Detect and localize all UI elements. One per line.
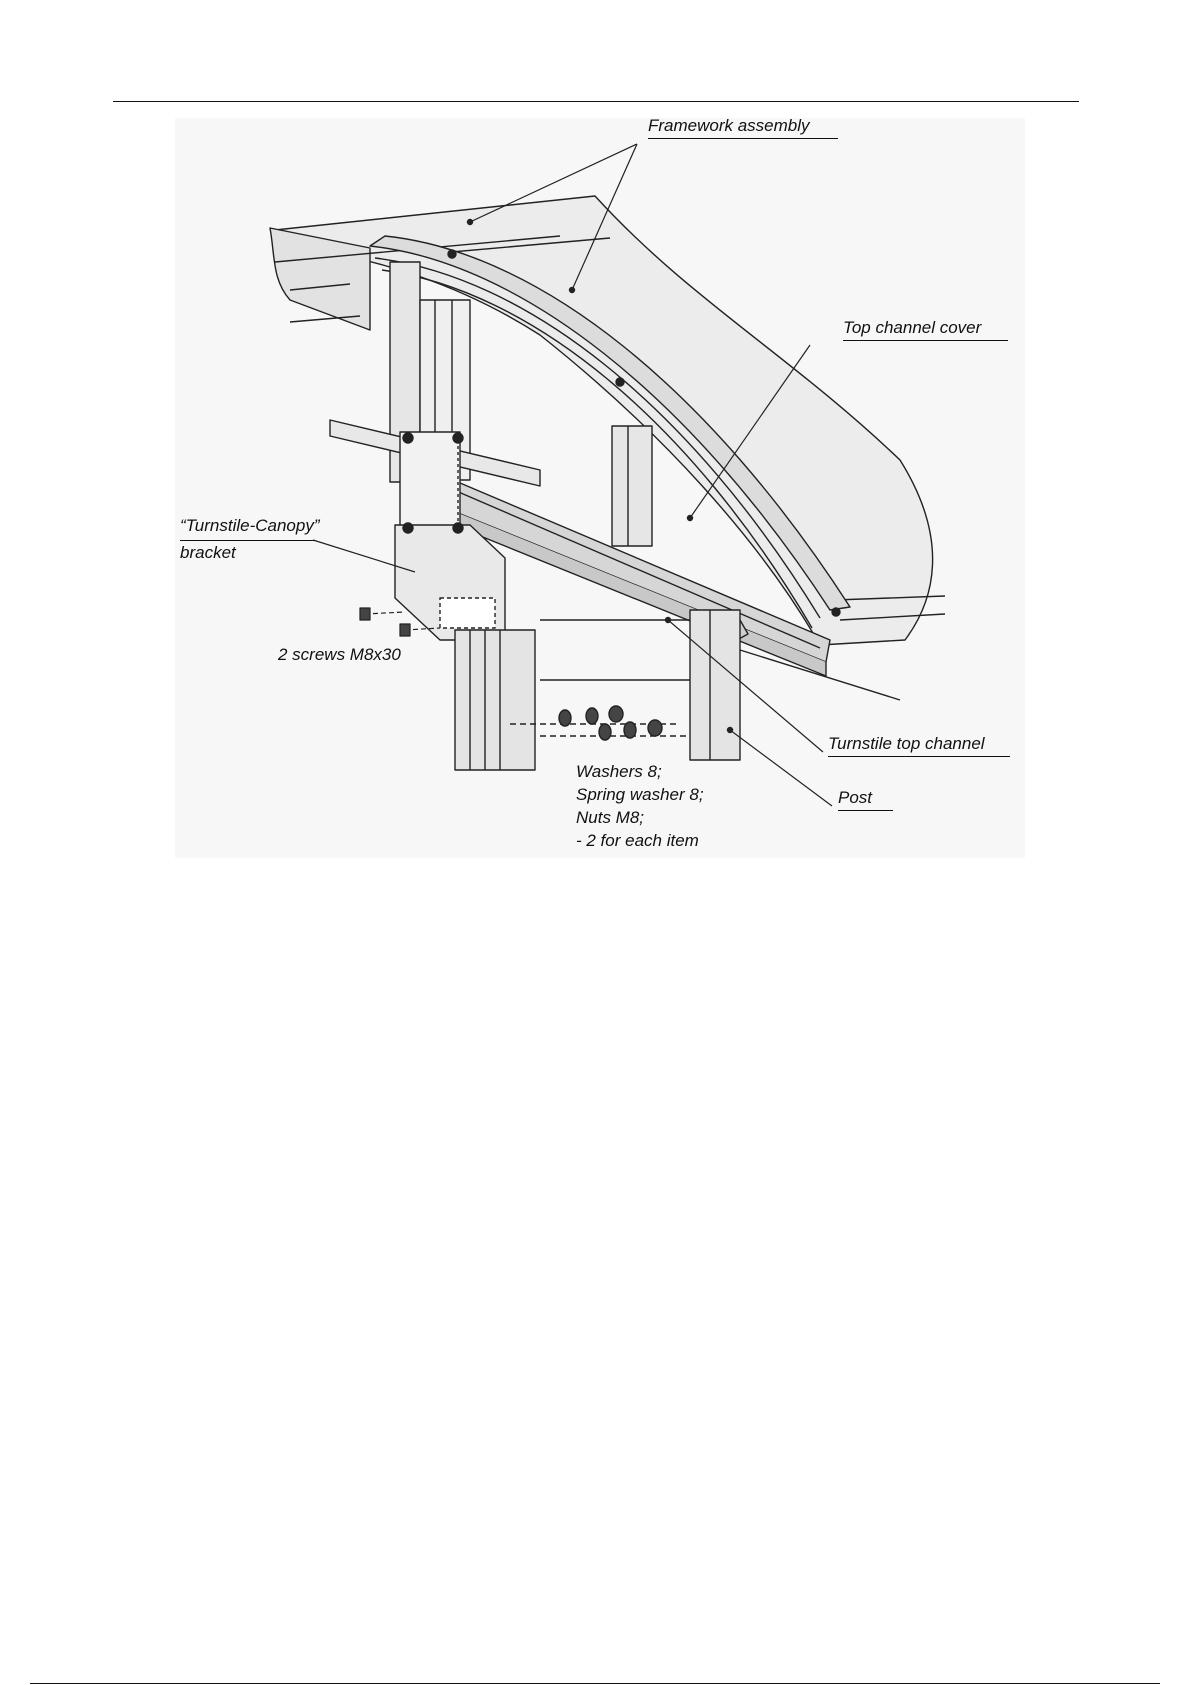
label-screws: 2 screws M8x30 xyxy=(278,645,401,665)
label-nuts: Nuts M8; xyxy=(576,808,644,828)
label-washers: Washers 8; xyxy=(576,762,662,782)
label-each-item: - 2 for each item xyxy=(576,831,699,851)
post-front-left xyxy=(455,630,535,770)
label-bracket-line2: bracket xyxy=(180,543,236,563)
label-top-channel-cover: Top channel cover xyxy=(843,318,1008,341)
post-middle xyxy=(612,426,652,546)
post-front-right xyxy=(690,610,740,760)
label-bracket-line1: “Turnstile-Canopy” xyxy=(180,516,320,536)
bracket-label-rule xyxy=(180,540,315,541)
label-framework-assembly: Framework assembly xyxy=(648,116,838,139)
label-post: Post xyxy=(838,788,893,811)
label-top-channel: Turnstile top channel xyxy=(828,734,1010,757)
label-spring-washer: Spring washer 8; xyxy=(576,785,704,805)
footer-rule xyxy=(30,1683,1160,1684)
